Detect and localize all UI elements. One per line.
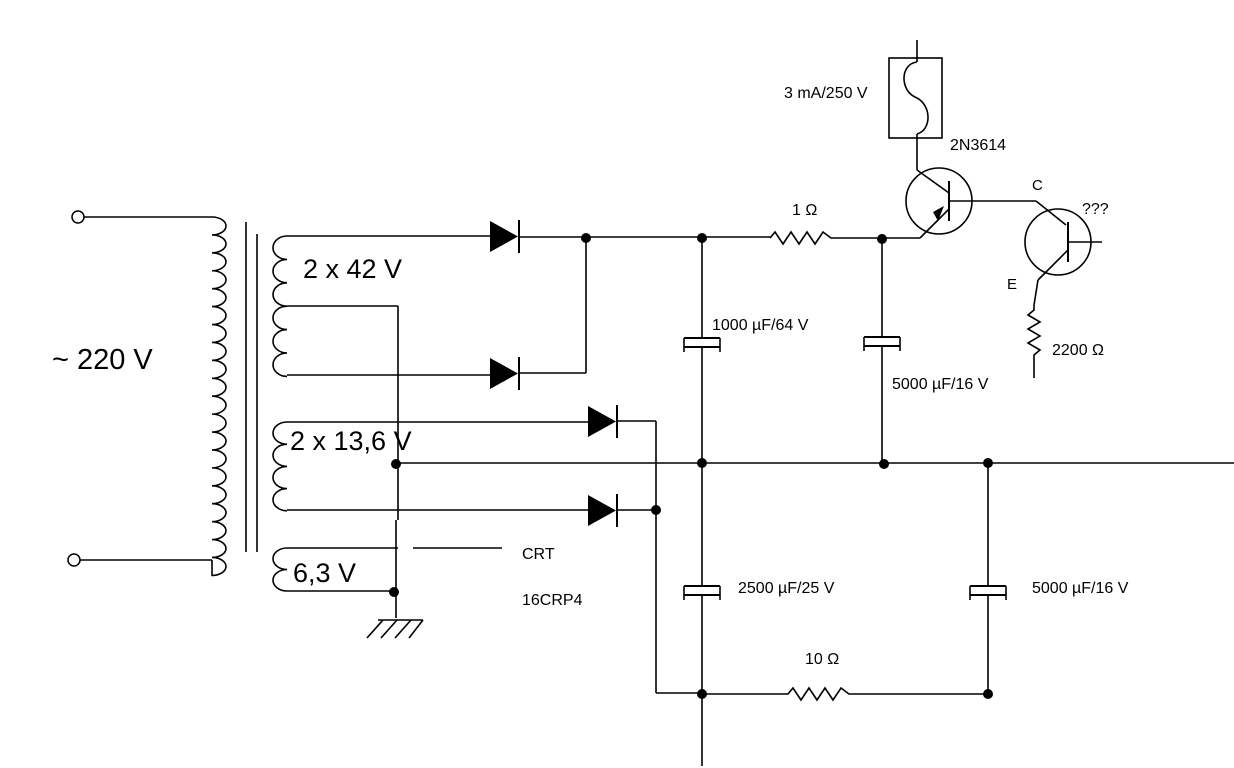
capacitor-c2-label: 5000 µF/16 V [892, 376, 989, 393]
crt-type-label: 16CRP4 [522, 592, 583, 609]
crt-label: CRT [522, 546, 555, 563]
resistor-1ohm [769, 230, 882, 246]
lv-winding-label: 2 x 13,6 V [290, 426, 412, 456]
capacitor-c3-label: 2500 µF/25 V [738, 580, 835, 597]
capacitor-c2 [863, 238, 901, 463]
diode-lv-lower [588, 494, 656, 527]
secondary-lv-winding [272, 421, 588, 512]
resistor-2200ohm-label: 2200 Ω [1052, 342, 1104, 359]
transistor-2n3614 [905, 167, 1036, 239]
resistor-10ohm-label: 10 Ω [805, 651, 840, 668]
resistor-10ohm [702, 686, 988, 702]
mains-voltage-label: ~ 220 V [52, 344, 153, 376]
secondary-hv-winding [272, 235, 490, 378]
capacitor-c1-label: 1000 µF/64 V [712, 317, 809, 334]
primary-winding [211, 216, 227, 577]
diode-hv-lower [490, 357, 586, 390]
diode-hv-upper [490, 220, 586, 253]
ground-symbol [366, 619, 424, 639]
secondary-heater-winding [272, 547, 398, 592]
emitter-label: E [1007, 276, 1018, 293]
heater-winding-label: 6,3 V [293, 558, 357, 588]
capacitor-c4 [969, 463, 1007, 694]
resistor-1ohm-label: 1 Ω [792, 202, 818, 219]
fuse [888, 40, 943, 170]
transistor-unknown [1024, 200, 1102, 306]
junction-dots [389, 233, 993, 699]
capacitor-c1 [683, 237, 721, 463]
mains-input [67, 210, 212, 567]
transistor-pass-label: 2N3614 [950, 137, 1007, 154]
capacitor-c4-label: 5000 µF/16 V [1032, 580, 1129, 597]
fuse-label: 3 mA/250 V [784, 85, 868, 102]
collector-label: C [1032, 177, 1043, 194]
resistor-2200ohm [1026, 305, 1042, 378]
hv-winding-label: 2 x 42 V [303, 254, 403, 284]
transformer-core [245, 222, 258, 552]
transistor-unknown-label: ??? [1082, 201, 1109, 218]
capacitor-c3 [683, 463, 721, 766]
diode-lv-upper [588, 405, 656, 438]
